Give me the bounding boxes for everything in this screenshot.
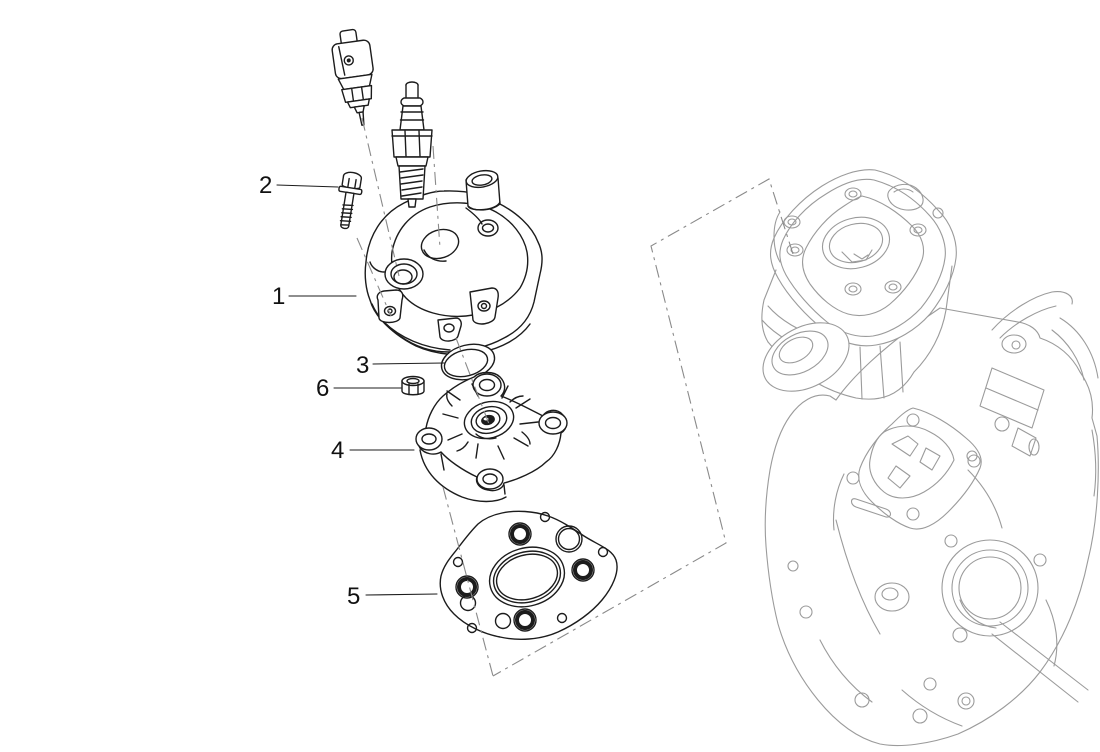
callout-4-number[interactable]: 4 [331,437,344,464]
cylinder [761,169,957,400]
callout-1-number[interactable]: 1 [272,283,285,310]
callout-2-leader [276,184,339,188]
axis-centerlines [356,117,494,677]
callout-5-leader [365,593,438,596]
callout-5[interactable]: 5 [347,583,438,610]
callout-5-number[interactable]: 5 [347,583,360,610]
witness-line [492,178,794,677]
callout-2-number[interactable]: 2 [259,172,272,199]
assembly-reference [761,169,1099,747]
callout-3-number[interactable]: 3 [356,352,369,379]
crankcase [764,291,1099,747]
callout-3-leader [372,362,445,365]
sparkplug-axis-line [432,145,441,249]
callout-4[interactable]: 4 [331,437,415,464]
callout-6[interactable]: 6 [316,375,402,402]
spark-plug [391,81,433,208]
temperature-sensor [331,28,374,126]
callouts: 1 2 3 4 5 6 [259,172,445,610]
stack-centerline [442,486,494,677]
cylinder-head [415,371,568,503]
construction-lines [492,178,794,677]
callout-1[interactable]: 1 [272,283,357,310]
callout-6-number[interactable]: 6 [316,375,329,402]
cylinder-head-cover [364,169,543,356]
bolt-axis-line [356,237,392,317]
exploded-parts [331,28,618,640]
callout-2[interactable]: 2 [259,172,339,199]
callout-3[interactable]: 3 [356,352,445,379]
sensor-axis-line [361,117,400,277]
flanged-hex-bolt [338,171,363,230]
head-gasket [439,510,618,640]
sparkplug-axis-line-2 [455,337,490,425]
hex-nut [401,375,425,396]
